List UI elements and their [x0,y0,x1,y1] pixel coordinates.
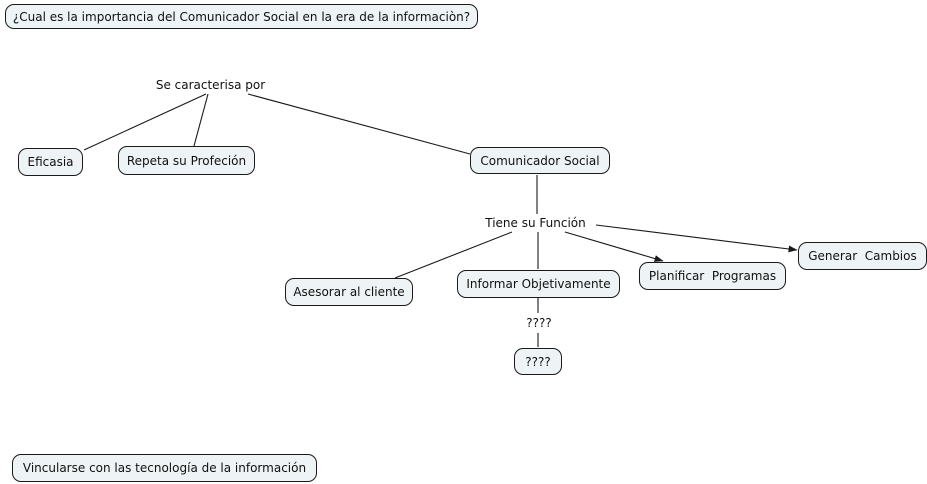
linking-phrase-tiene-su-funcion[interactable]: Tiene su Función [485,216,586,230]
linking-phrase-unknown-phrase[interactable]: ???? [526,316,552,330]
concept-node-informar[interactable]: Informar Objetivamente [457,270,620,298]
edge-se-caracterisa-por-to-eficasia [83,93,207,151]
concept-node-asesorar[interactable]: Asesorar al cliente [285,278,413,306]
title-node[interactable]: ¿Cual es la importancia del Comunicador … [5,4,478,29]
edge-se-caracterisa-por-to-comunicador [247,93,471,155]
concept-node-eficasia[interactable]: Eficasia [18,148,83,176]
edge-tiene-su-funcion-to-planificar [564,231,664,262]
edge-se-caracterisa-por-to-repeta [193,93,209,147]
concept-node-comunicador[interactable]: Comunicador Social [470,147,610,174]
edge-tiene-su-funcion-to-generar [595,224,798,253]
linking-phrase-se-caracterisa-por[interactable]: Se caracterisa por [155,78,266,92]
concept-node-vincularse[interactable]: Vincularse con las tecnología de la info… [12,454,317,482]
concept-node-repeta[interactable]: Repeta su Profeción [118,146,255,175]
concept-node-generar[interactable]: Generar Cambios [798,242,927,270]
concept-node-unknown[interactable]: ???? [514,348,562,375]
concept-node-planificar[interactable]: Planificar Programas [639,262,786,290]
